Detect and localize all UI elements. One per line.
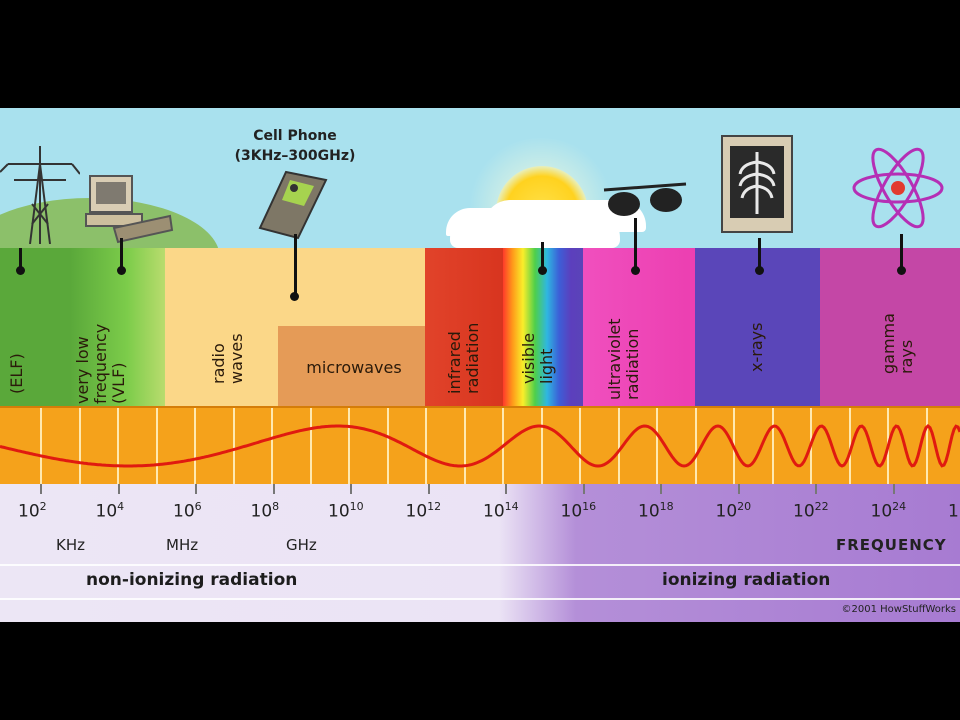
strip-grid-line bbox=[463, 408, 466, 484]
pin-xrays bbox=[758, 238, 761, 270]
divider-bottom bbox=[0, 598, 960, 600]
strip-grid-line bbox=[309, 408, 312, 484]
strip-grid-line bbox=[540, 408, 543, 484]
spectrum-diagram: Cell Phone (3KHz–300GHz) bbox=[0, 108, 960, 622]
tick-label-1e8: 108 bbox=[250, 500, 280, 522]
strip-grid-line bbox=[232, 408, 235, 484]
unit-mhz: MHz bbox=[166, 536, 199, 554]
label-elf: (ELF) bbox=[7, 353, 26, 394]
wave-line bbox=[0, 424, 960, 468]
strip-grid-line bbox=[925, 408, 928, 484]
strip-grid-line bbox=[78, 408, 81, 484]
tick-label-1e12: 1012 bbox=[405, 500, 442, 522]
xray-film-icon bbox=[721, 135, 793, 233]
cloud bbox=[450, 208, 620, 248]
tick-label-1e22: 1022 bbox=[793, 500, 829, 522]
tick-label-1e20: 1020 bbox=[715, 500, 752, 522]
non-ionizing-label: non-ionizing radiation bbox=[86, 570, 298, 590]
strip-grid-line bbox=[155, 408, 158, 484]
sunglasses-icon bbox=[603, 182, 687, 216]
strip-grid-line bbox=[694, 408, 697, 484]
label-radio: radio waves bbox=[209, 333, 246, 384]
pin-dot-ultraviolet bbox=[631, 266, 640, 275]
strip-grid-line bbox=[271, 408, 273, 484]
wave-graphic bbox=[0, 424, 960, 468]
label-visible: visible light bbox=[519, 332, 556, 384]
band-gamma bbox=[820, 248, 960, 406]
strip-grid-line bbox=[386, 408, 389, 484]
pin-dot-gamma bbox=[897, 266, 906, 275]
tick-label-1e16: 1016 bbox=[560, 500, 597, 522]
atom-icon bbox=[852, 147, 944, 229]
scale-tick bbox=[427, 484, 430, 494]
strip-grid-line bbox=[348, 408, 350, 484]
pin-vlf bbox=[120, 238, 123, 270]
scale-tick bbox=[195, 484, 197, 494]
scale-tick bbox=[892, 484, 895, 494]
band-vlf bbox=[70, 248, 165, 406]
scale-tick bbox=[40, 484, 42, 494]
label-vlf: very low frequency (VLF) bbox=[73, 323, 128, 404]
band-microwaves bbox=[278, 326, 425, 406]
pin-dot-xrays bbox=[755, 266, 764, 275]
tick-label-1e14: 1014 bbox=[483, 500, 519, 522]
strip-grid-line bbox=[771, 408, 774, 484]
frequency-scale: 102 104 106 108 1010 1012 1014 1016 1018 1020 1022… bbox=[0, 484, 960, 622]
power-tower-icon bbox=[0, 146, 80, 244]
strip-grid-line bbox=[40, 408, 42, 484]
unit-khz: KHz bbox=[56, 536, 85, 554]
label-microwaves: microwaves bbox=[306, 358, 402, 377]
tick-label-1e4: 104 bbox=[95, 500, 125, 522]
scale-tick bbox=[737, 484, 740, 494]
strip-grid-line bbox=[656, 408, 658, 484]
scale-tick bbox=[505, 484, 507, 494]
cell-phone-caption-range: (3KHz–300GHz) bbox=[234, 148, 356, 164]
label-ultraviolet: ultraviolet radiation bbox=[605, 318, 642, 400]
unit-ghz: GHz bbox=[286, 536, 317, 554]
frequency-label: FREQUENCY bbox=[836, 536, 947, 554]
pin-dot-elf bbox=[16, 266, 25, 275]
computer-icon bbox=[85, 175, 174, 244]
tick-label-1e24: 1024 bbox=[870, 500, 907, 522]
strip-grid-line bbox=[194, 408, 196, 484]
tick-label-1e18: 1018 bbox=[638, 500, 674, 522]
pin-dot-radio bbox=[290, 292, 299, 301]
cell-phone-icon bbox=[258, 170, 328, 240]
pin-elf bbox=[19, 248, 22, 270]
divider-top bbox=[0, 564, 960, 566]
pin-radio bbox=[294, 234, 297, 296]
pin-gamma bbox=[900, 234, 903, 270]
pin-visible bbox=[541, 242, 544, 270]
strip-grid-line bbox=[579, 408, 581, 484]
band-ultraviolet bbox=[583, 248, 695, 406]
tick-label-1e10: 1010 bbox=[328, 500, 364, 522]
ionizing-label: ionizing radiation bbox=[662, 570, 831, 590]
strip-grid-line bbox=[117, 408, 119, 484]
scale-tick bbox=[272, 484, 275, 494]
band-elf bbox=[0, 248, 70, 406]
strip-grid-line bbox=[617, 408, 620, 484]
scale-tick bbox=[350, 484, 352, 494]
scale-tick bbox=[660, 484, 662, 494]
scale-tick bbox=[815, 484, 817, 494]
band-infrared bbox=[425, 248, 503, 406]
tick-label-1e2: 102 bbox=[18, 500, 47, 522]
tick-label-1e6: 106 bbox=[173, 500, 202, 522]
pin-dot-visible bbox=[538, 266, 547, 275]
pin-ultraviolet bbox=[634, 218, 637, 268]
strip-grid-line bbox=[425, 408, 427, 484]
cell-phone-caption-title: Cell Phone bbox=[253, 128, 337, 144]
wave-strip bbox=[0, 406, 960, 486]
label-xrays: x-rays bbox=[747, 322, 766, 372]
scale-tick bbox=[582, 484, 585, 494]
strip-grid-line bbox=[848, 408, 851, 484]
pin-dot-vlf bbox=[117, 266, 126, 275]
label-gamma: gamma rays bbox=[879, 313, 916, 374]
scale-tick bbox=[117, 484, 120, 494]
label-infrared: infrared radiation bbox=[445, 322, 482, 394]
tick-label-1e26: 1026 bbox=[948, 501, 960, 522]
credit: ©2001 HowStuffWorks bbox=[841, 604, 956, 615]
